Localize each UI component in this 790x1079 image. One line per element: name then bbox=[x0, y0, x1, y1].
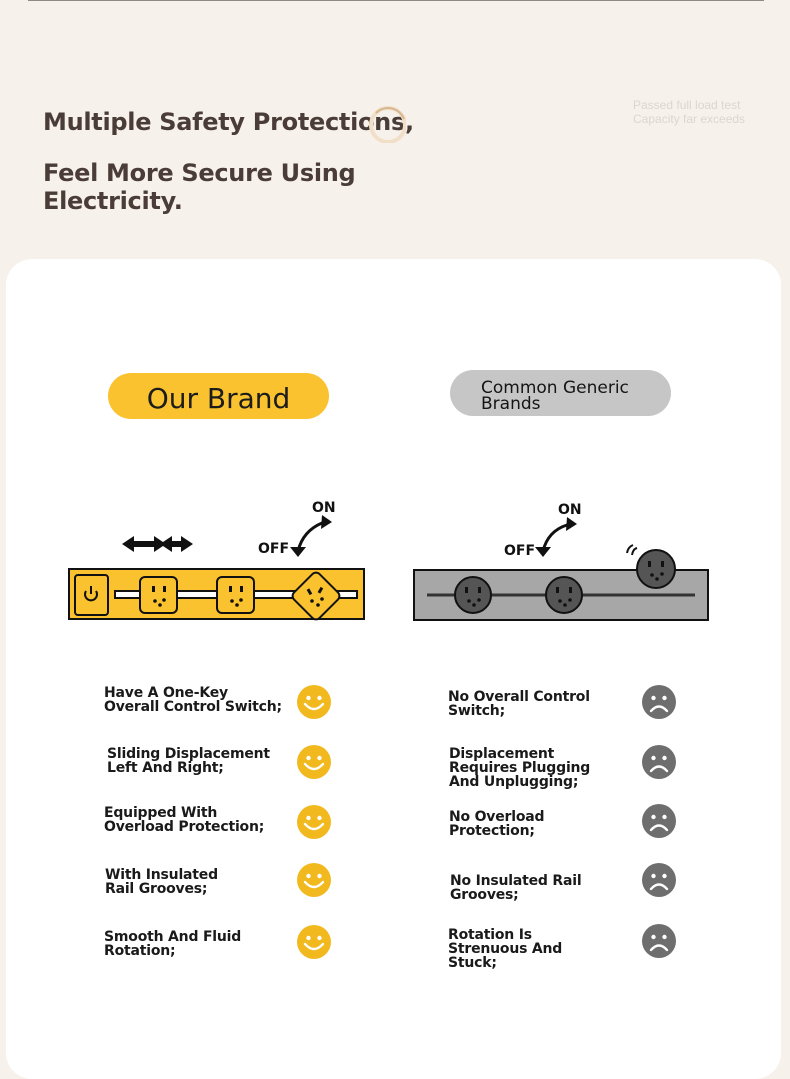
hero-title-line2: Feel More Secure Using Electricity. bbox=[43, 159, 356, 215]
our-brand-badge: Our Brand bbox=[108, 373, 329, 419]
our-feature-4: With Insulated Rail Grooves; bbox=[105, 867, 218, 897]
our-power-strip-illustration bbox=[68, 515, 365, 621]
hero-title-line1: Multiple Safety Protections, bbox=[43, 108, 414, 136]
our-feature-1: Have A One-Key Overall Control Switch; bbox=[104, 685, 282, 715]
generic-power-strip-illustration bbox=[413, 517, 709, 621]
generic-feature-4: No Insulated Rail Grooves; bbox=[450, 873, 582, 903]
generic-off-label: OFF bbox=[504, 543, 536, 559]
frowning-face-icon bbox=[642, 745, 676, 779]
generic-on-label: ON bbox=[558, 502, 582, 518]
generic-brand-label: Common Generic Brands bbox=[481, 378, 629, 414]
frowning-face-icon bbox=[642, 924, 676, 958]
smiling-face-icon bbox=[297, 925, 331, 959]
power-icon bbox=[74, 574, 109, 616]
smiling-face-icon bbox=[297, 745, 331, 779]
left-right-arrow-icon bbox=[122, 536, 193, 552]
generic-feature-5: Rotation Is Strenuous And Stuck; bbox=[448, 927, 563, 971]
generic-brand-badge: Common Generic Brands bbox=[450, 370, 671, 416]
decorative-ring-icon bbox=[369, 106, 406, 143]
our-feature-5: Smooth And Fluid Rotation; bbox=[104, 929, 242, 959]
top-divider bbox=[28, 0, 764, 1]
frowning-face-icon bbox=[642, 863, 676, 897]
smiling-face-icon bbox=[297, 863, 331, 897]
generic-feature-3: No Overload Protection; bbox=[449, 809, 545, 839]
smiling-face-icon bbox=[297, 805, 331, 839]
our-brand-label: Our Brand bbox=[146, 381, 291, 415]
our-feature-2: Sliding Displacement Left And Right; bbox=[107, 746, 270, 776]
load-test-note: Passed full load test Capacity far excee… bbox=[633, 98, 746, 126]
smiling-face-icon bbox=[297, 685, 331, 719]
generic-feature-1: No Overall Control Switch; bbox=[448, 689, 590, 719]
our-feature-3: Equipped With Overload Protection; bbox=[104, 805, 265, 835]
generic-feature-2: Displacement Requires Plugging And Unplu… bbox=[449, 746, 591, 790]
frowning-face-icon bbox=[642, 685, 676, 719]
on-label: ON bbox=[312, 500, 336, 516]
off-label: OFF bbox=[258, 541, 290, 557]
frowning-face-icon bbox=[642, 804, 676, 838]
